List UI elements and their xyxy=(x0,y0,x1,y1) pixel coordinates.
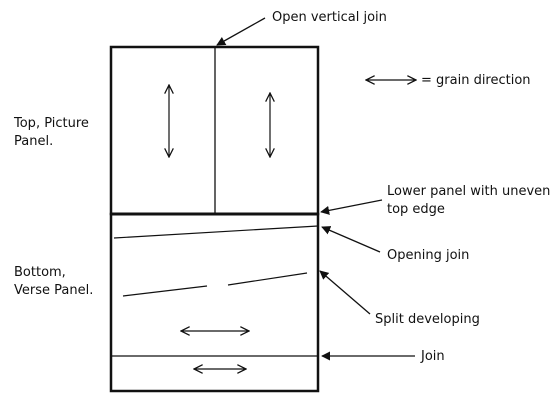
label-top-panel-line1: Top, Picture xyxy=(14,116,89,131)
split-crack-segment xyxy=(122,285,208,297)
opening-join-line xyxy=(113,225,319,239)
label-bottom-panel-line1: Bottom, xyxy=(14,265,66,280)
label-opening-join: Opening join xyxy=(387,248,470,263)
pointer-lower-panel-edge xyxy=(320,199,383,215)
label-top-panel-line2: Panel. xyxy=(14,134,54,149)
label-lower-panel-line1: Lower panel with uneven xyxy=(387,184,551,199)
bottom-verse-panel xyxy=(109,212,320,393)
label-join: Join xyxy=(421,349,445,364)
label-bottom-panel-line2: Verse Panel. xyxy=(14,283,94,298)
split-crack-segment xyxy=(227,272,308,286)
pointer-opening-join xyxy=(321,226,381,253)
label-lower-panel-line2: top edge xyxy=(387,202,445,217)
label-open-vertical-join: Open vertical join xyxy=(272,10,387,25)
pointer-open-vertical-join xyxy=(216,17,266,46)
label-grain-direction: = grain direction xyxy=(421,73,531,88)
pointer-split-developing xyxy=(319,270,371,315)
label-split-developing: Split developing xyxy=(375,312,480,327)
